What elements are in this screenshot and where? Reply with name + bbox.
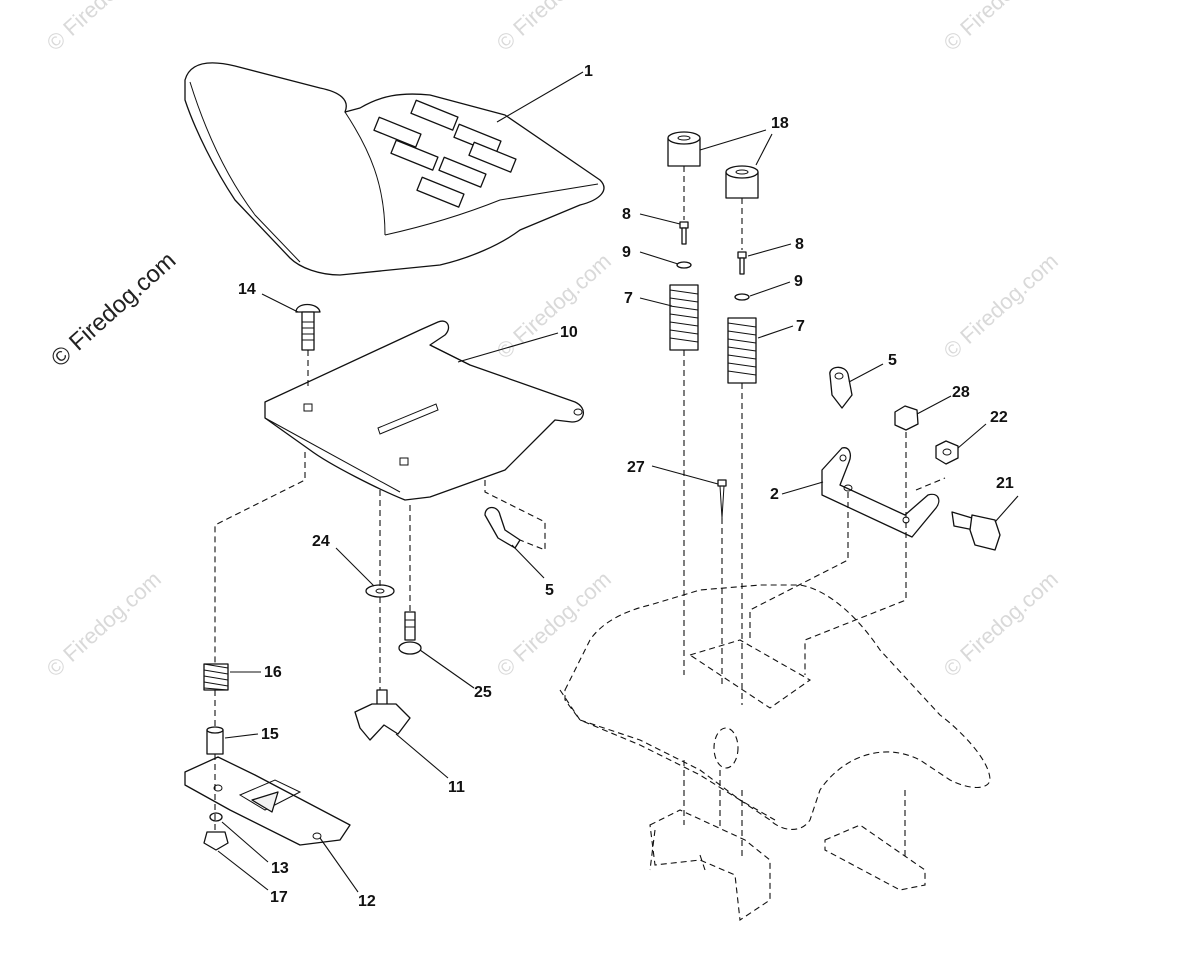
part-2-bracket bbox=[821, 447, 940, 538]
part-18-spacer-right bbox=[725, 165, 759, 199]
callout-27: 27 bbox=[627, 459, 645, 476]
part-12-seat-adjuster-plate bbox=[184, 756, 351, 846]
callout-7-left: 7 bbox=[624, 290, 633, 307]
assembly-lines bbox=[214, 166, 946, 860]
callout-16: 16 bbox=[264, 664, 282, 681]
callout-28: 28 bbox=[952, 384, 970, 401]
part-9-washer-left bbox=[676, 261, 692, 269]
callout-8-left: 8 bbox=[622, 206, 631, 223]
part-5-cable-clip-right bbox=[829, 366, 853, 409]
callout-22: 22 bbox=[990, 409, 1008, 426]
seat-mount-frame-outline bbox=[559, 584, 991, 921]
part-24-washer bbox=[365, 584, 395, 598]
watermark-text: © Firedog.com bbox=[42, 566, 166, 681]
part-13-nut bbox=[209, 812, 223, 822]
callout-13: 13 bbox=[271, 860, 289, 877]
callout-14: 14 bbox=[238, 281, 256, 298]
watermark-text: © Firedog.com bbox=[42, 0, 166, 56]
watermark-text: © Firedog.com bbox=[939, 248, 1063, 363]
callout-15: 15 bbox=[261, 726, 279, 743]
part-17-flange-nut bbox=[203, 831, 229, 851]
part-7-spring-right bbox=[727, 317, 757, 384]
part-5-cable-clip-left bbox=[484, 480, 546, 551]
callout-1: 1 bbox=[584, 63, 593, 80]
callout-21: 21 bbox=[996, 475, 1014, 492]
part-10-seat-pan bbox=[264, 320, 584, 501]
callout-10: 10 bbox=[560, 324, 578, 341]
callout-12: 12 bbox=[358, 893, 376, 910]
callout-9-right: 9 bbox=[794, 273, 803, 290]
part-16-spring bbox=[203, 663, 229, 691]
part-28-nut bbox=[894, 405, 919, 431]
callout-7-right: 7 bbox=[796, 318, 805, 335]
callout-5-left: 5 bbox=[545, 582, 554, 599]
callout-18: 18 bbox=[771, 115, 789, 132]
part-25-shoulder-bolt bbox=[398, 611, 422, 655]
part-27-pin bbox=[717, 479, 727, 519]
part-9-washer-right bbox=[734, 293, 750, 301]
part-8-bolt-right bbox=[737, 251, 747, 275]
callout-9-left: 9 bbox=[622, 244, 631, 261]
callout-24: 24 bbox=[312, 533, 330, 550]
leader-lines bbox=[217, 71, 1019, 893]
callout-11: 11 bbox=[448, 779, 465, 796]
part-1-seat bbox=[184, 62, 605, 276]
watermark-main-text: © Firedog.com bbox=[46, 247, 181, 373]
callout-17: 17 bbox=[270, 889, 288, 906]
part-18-spacer-left bbox=[667, 131, 701, 167]
callout-25: 25 bbox=[474, 684, 492, 701]
watermark-text: © Firedog.com bbox=[492, 0, 616, 56]
part-14-carriage-bolt bbox=[295, 303, 321, 351]
callout-2: 2 bbox=[770, 486, 779, 503]
callout-8-right: 8 bbox=[795, 236, 804, 253]
part-15-spacer bbox=[206, 726, 224, 755]
part-22-nut bbox=[935, 440, 959, 465]
part-8-bolt-left bbox=[679, 221, 689, 245]
callout-5-right: 5 bbox=[888, 352, 897, 369]
part-11-seat-knob bbox=[354, 689, 411, 741]
watermark-text: © Firedog.com bbox=[939, 0, 1063, 56]
part-7-spring-left bbox=[669, 284, 699, 351]
part-21-bolt bbox=[951, 511, 1001, 551]
watermark-text: © Firedog.com bbox=[939, 566, 1063, 681]
callout-labels: 1 10 14 24 25 11 16 15 12 13 17 5 18 8 9… bbox=[238, 63, 1014, 910]
